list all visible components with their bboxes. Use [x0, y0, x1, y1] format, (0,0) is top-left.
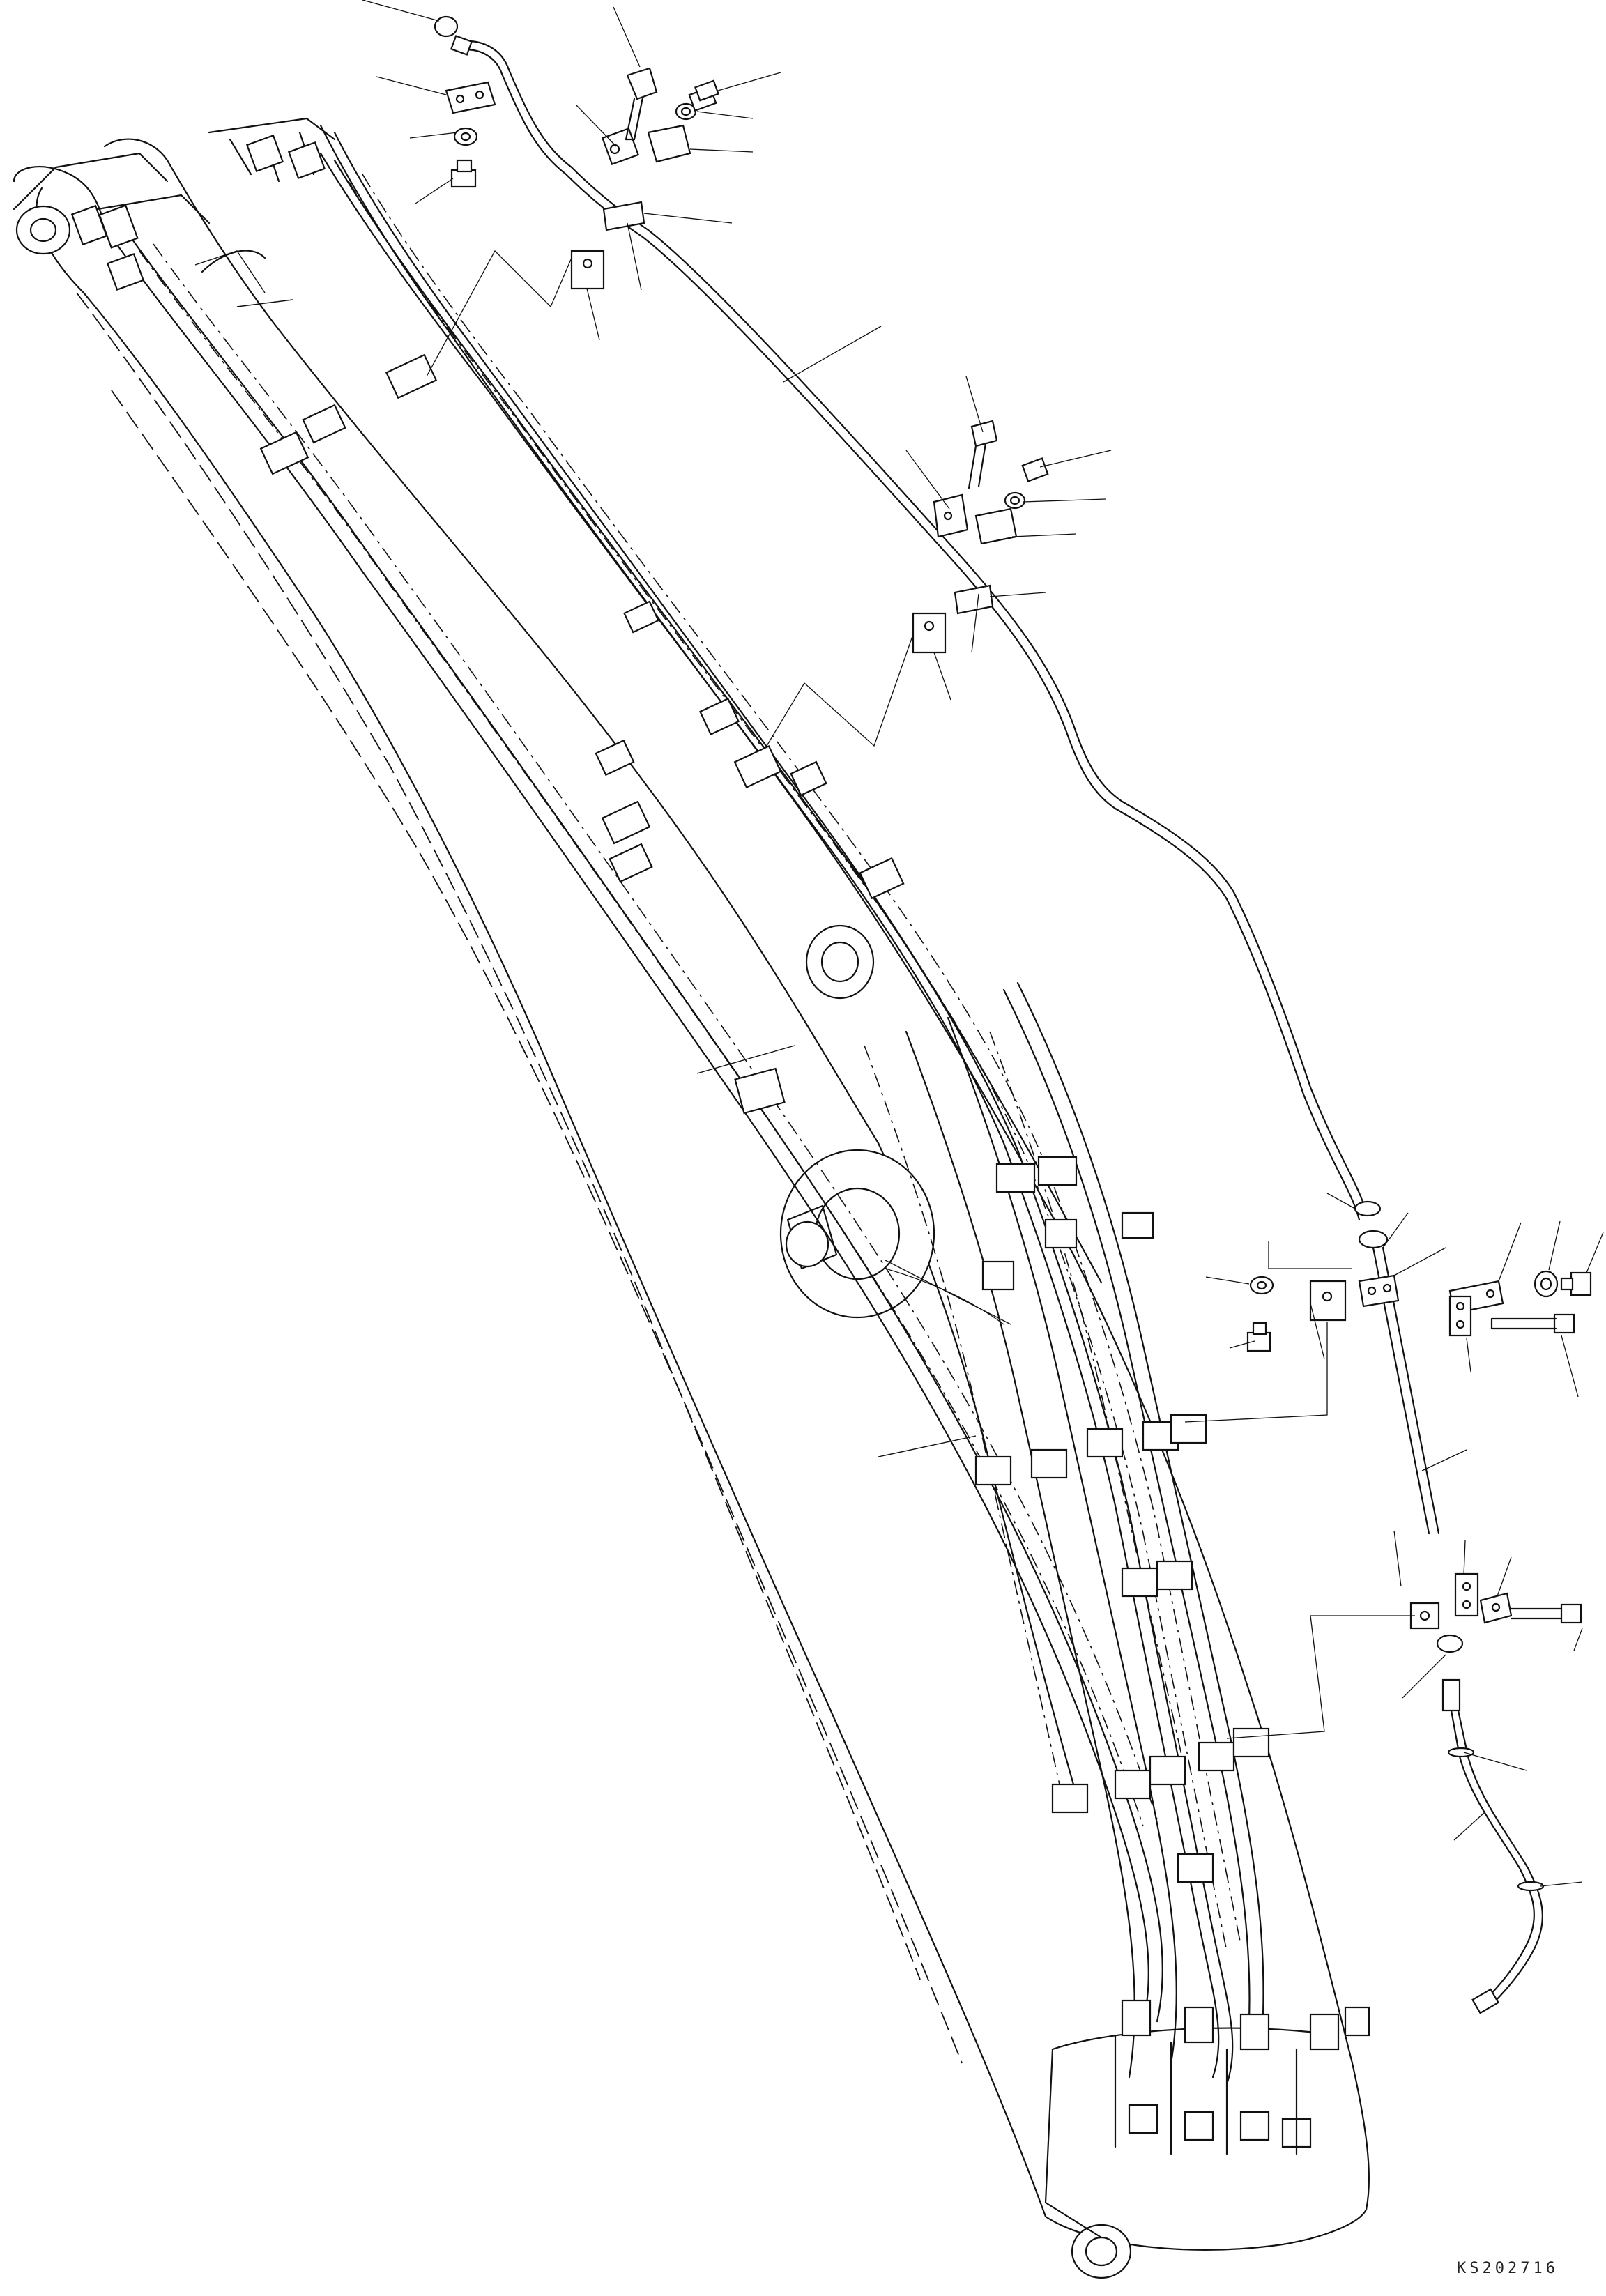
clamp-half-a: [601, 127, 640, 166]
bolt-head-low: [1560, 1603, 1582, 1624]
clamp-mount-upper: [602, 201, 645, 231]
clamp-half-d: [974, 507, 1018, 545]
bracket-mid: [1358, 1274, 1400, 1308]
o-ring-mid: [1358, 1230, 1389, 1249]
clamp-block-upper: [570, 250, 605, 290]
bolt-head-top-left: [450, 169, 477, 188]
clamp-block-lower: [912, 612, 947, 654]
upper-pipe-assembly: [434, 15, 1368, 1221]
bolt-head-mid-right: [1570, 1271, 1592, 1296]
boom-body: [13, 124, 1370, 2279]
lower-pipe-assembly: [1246, 1200, 1592, 2014]
leader-lines: [362, 0, 1604, 1887]
clamp-mount-lower: [954, 584, 994, 615]
o-ring-top: [434, 15, 459, 38]
o-ring-mid-upper: [1354, 1200, 1382, 1217]
adapter-low: [1441, 1678, 1461, 1712]
clamp-half-low: [1454, 1572, 1479, 1617]
bolt-head-long-mid: [1553, 1313, 1575, 1334]
diagram-code: KS202716: [1457, 2260, 1559, 2277]
clamp-half-b: [647, 124, 691, 163]
o-ring-low: [1436, 1634, 1464, 1653]
bracket-top-left: [445, 81, 496, 114]
boom-hydraulic-lines: [70, 117, 1370, 2155]
grease-line: [885, 1260, 1011, 1325]
hose-low: [1450, 1709, 1543, 2006]
boom-clamps: [259, 353, 1270, 1883]
